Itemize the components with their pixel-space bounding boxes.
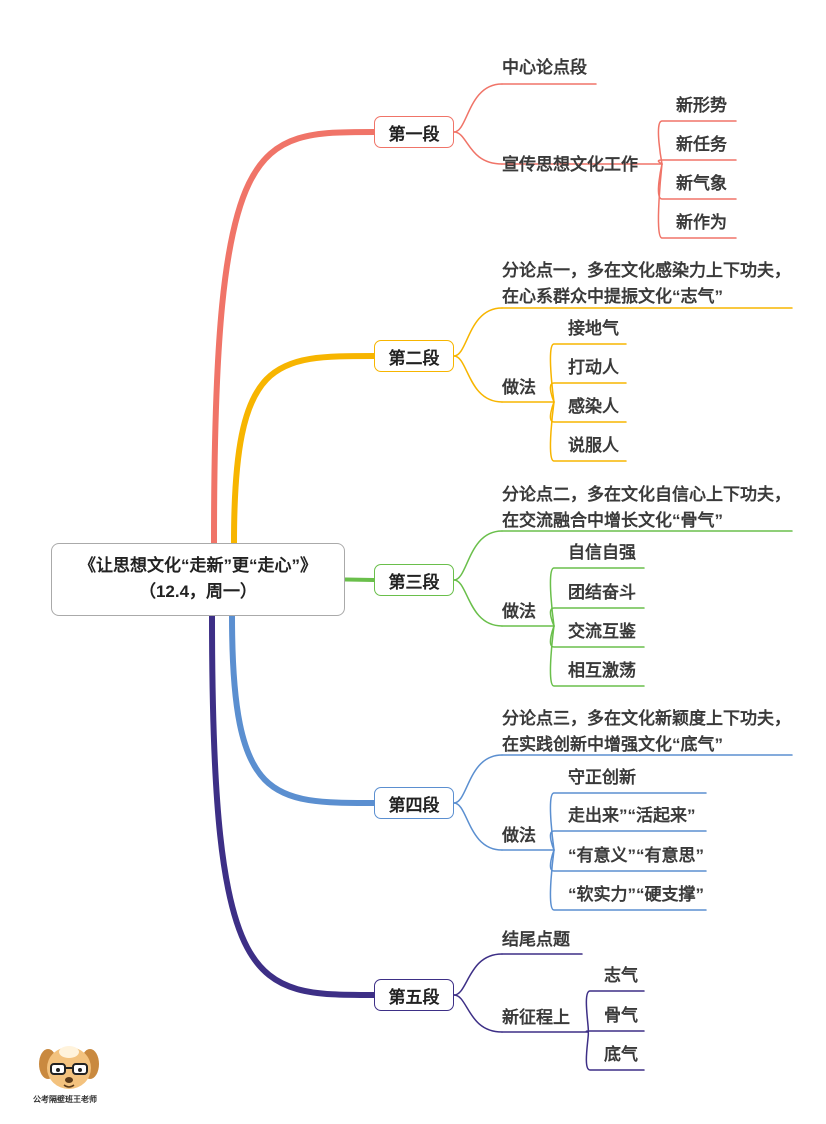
- argument-text: 分论点二，多在文化自信心上下功夫，在交流融合中增长文化“骨气”: [502, 485, 791, 530]
- child-item: 说服人: [568, 436, 619, 455]
- item-label: 新征程上: [502, 1008, 570, 1027]
- item-connector: [453, 579, 503, 627]
- segment-node-2: 第二段: [374, 340, 454, 372]
- root-title: 《让思想文化“走新”更“走心”》: [79, 556, 317, 575]
- item-label: 中心论点段: [502, 58, 587, 77]
- child-item: 走出来”“活起来”: [568, 806, 696, 825]
- item-connector: [453, 355, 503, 403]
- item-label: 结尾点题: [502, 930, 570, 949]
- dog-mascot-logo: [34, 1042, 104, 1112]
- child-item: 新作为: [676, 213, 727, 232]
- child-item: 接地气: [568, 319, 619, 338]
- segment-node-5: 第五段: [374, 979, 454, 1011]
- child-item: 骨气: [604, 1006, 638, 1025]
- child-connector: [549, 401, 627, 462]
- child-connector: [657, 120, 737, 165]
- child-item: 相互激荡: [568, 661, 636, 680]
- item-label: 做法: [502, 378, 536, 397]
- child-item: 底气: [604, 1045, 638, 1064]
- child-item: 团结奋斗: [568, 583, 636, 602]
- item-connector: [453, 530, 503, 581]
- item-connector: [453, 994, 503, 1033]
- item-connector: [453, 953, 503, 996]
- item-label: 做法: [502, 602, 536, 621]
- argument-text: 分论点一，多在文化感染力上下功夫，在心系群众中提振文化“志气”: [502, 261, 791, 306]
- branch-connector-2: [231, 353, 377, 546]
- segment-node-4: 第四段: [374, 787, 454, 819]
- child-item: 打动人: [568, 358, 619, 377]
- child-connector: [657, 163, 737, 239]
- item-connector: [453, 802, 503, 851]
- root-node: 《让思想文化“走新”更“走心”》 （12.4，周一）: [51, 543, 345, 616]
- item-connector: [453, 83, 503, 133]
- child-item: 新任务: [676, 135, 727, 154]
- child-item: 志气: [604, 966, 638, 985]
- child-item: 自信自强: [568, 543, 636, 562]
- child-item: “软实力”“硬支撑”: [568, 885, 704, 904]
- item-label: 做法: [502, 826, 536, 845]
- child-connector: [585, 1030, 645, 1033]
- child-item: “有意义”“有意思”: [568, 846, 704, 865]
- child-item: 新形势: [676, 96, 727, 115]
- item-label: 宣传思想文化工作: [502, 155, 638, 174]
- child-connector: [585, 1031, 645, 1071]
- branch-connector-5: [209, 613, 377, 998]
- child-connector: [549, 849, 707, 911]
- child-item: 守正创新: [568, 768, 636, 787]
- branch-connector-4: [229, 613, 377, 806]
- segment-node-3: 第三段: [374, 564, 454, 596]
- child-item: 感染人: [568, 397, 619, 416]
- child-connector: [657, 159, 737, 165]
- argument-text: 分论点三，多在文化新颖度上下功夫，在实践创新中增强文化“底气”: [502, 709, 791, 754]
- child-connector: [549, 625, 645, 687]
- item-connector: [453, 307, 503, 357]
- child-item: 交流互鉴: [568, 622, 636, 641]
- item-connector: [453, 131, 503, 165]
- branch-connector-1: [211, 129, 377, 546]
- segment-node-1: 第一段: [374, 116, 454, 148]
- watermark-text: 公考隔壁班王老师: [33, 1095, 97, 1104]
- child-item: 新气象: [676, 174, 727, 193]
- root-subtitle: （12.4，周一）: [138, 582, 258, 601]
- item-connector: [453, 754, 503, 804]
